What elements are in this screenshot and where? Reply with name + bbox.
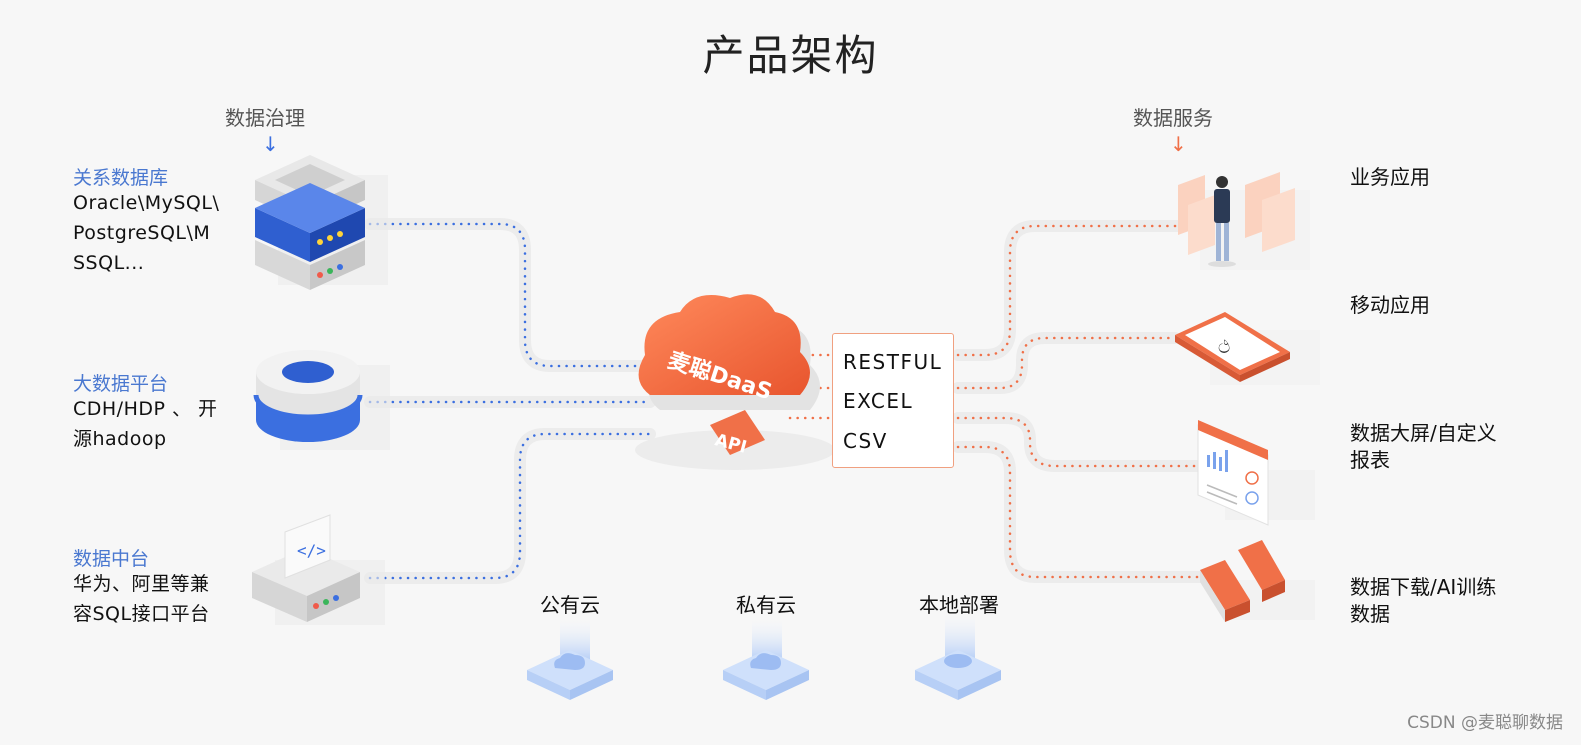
cloud-platform-icon-public [527, 620, 613, 700]
data-governance-header: 数据治理 [225, 106, 305, 130]
app-ai: 数据下载/AI训练 数据 [1350, 574, 1530, 628]
desc-line: 华为、阿里等兼 [73, 573, 210, 595]
down-arrow-icon: ↓ [262, 132, 279, 156]
page-title: 产品架构 [702, 31, 879, 80]
output-formats-box: RESTFUL EXCEL CSV [832, 333, 954, 468]
deploy-private-cloud: 私有云 [736, 593, 796, 617]
app-label: 业务应用 [1350, 165, 1430, 189]
desc-line: 源hadoop [73, 428, 167, 450]
data-service-header: 数据服务 [1133, 106, 1213, 130]
disk-stack-icon [253, 350, 390, 450]
source-category-rdb: 关系数据库 [73, 167, 169, 189]
app-label: 数据下载/AI训练 [1350, 575, 1497, 599]
connector-rdb [368, 222, 652, 368]
svg-text:</>: </> [297, 541, 326, 560]
connector-datamiddle [368, 432, 652, 580]
source-desc-datamiddle: 华为、阿里等兼 容SQL接口平台 [73, 569, 243, 629]
watermark: CSDN @麦聪聊数据 [1407, 713, 1563, 733]
database-server-icon [255, 155, 388, 290]
desc-line: PostgreSQL\M [73, 222, 211, 244]
down-arrow-icon: ↓ [1170, 132, 1187, 156]
connector-business [956, 224, 1187, 357]
format-restful: RESTFUL [843, 350, 943, 374]
source-desc-bigdata: CDH/HDP 、 开 源hadoop [73, 394, 243, 454]
connector-ai [956, 445, 1202, 579]
dashboard-icon [1197, 420, 1315, 526]
server-platform-icon [915, 615, 1001, 700]
desc-line: Oracle\MySQL\ [73, 192, 220, 214]
source-connectors [368, 222, 652, 580]
cloud-platform-icon-private [723, 620, 809, 700]
tablet-icon: ථ [1175, 312, 1320, 385]
app-label: 数据大屏/自定义 [1350, 421, 1497, 445]
deploy-on-premise: 本地部署 [919, 593, 999, 617]
deploy-public-cloud: 公有云 [540, 593, 600, 617]
connector-mobile [956, 336, 1177, 390]
desc-line: CDH/HDP 、 开 [73, 398, 218, 420]
source-desc-rdb: Oracle\MySQL\ PostgreSQL\M SSQL... [73, 188, 243, 278]
app-dashboard: 数据大屏/自定义 报表 [1350, 420, 1530, 474]
source-category-datamiddle: 数据中台 [73, 548, 150, 570]
app-label: 报表 [1350, 448, 1390, 472]
code-box-icon: </> [252, 514, 385, 625]
app-business: 业务应用 [1350, 164, 1530, 191]
svg-text:ථ: ථ [1218, 337, 1230, 358]
ai-block-icon [1200, 540, 1315, 622]
daas-cloud-icon: 麦聪DaaS API [635, 294, 835, 470]
desc-line: 容SQL接口平台 [73, 603, 210, 625]
app-label: 数据 [1350, 602, 1390, 626]
format-excel: EXCEL [843, 389, 914, 413]
format-csv: CSV [843, 429, 888, 453]
app-label: 移动应用 [1350, 293, 1430, 317]
source-category-bigdata: 大数据平台 [73, 373, 169, 395]
app-mobile: 移动应用 [1350, 292, 1530, 319]
desc-line: SSQL... [73, 252, 145, 274]
business-person-icon [1178, 172, 1310, 270]
